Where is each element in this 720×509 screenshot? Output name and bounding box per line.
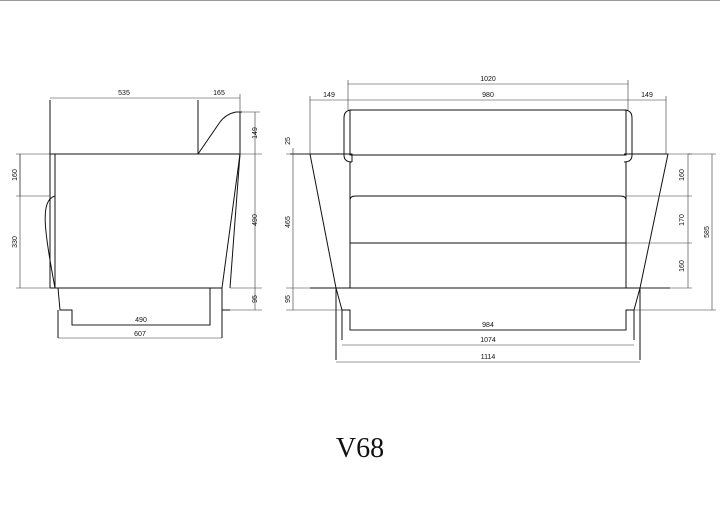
model-name: V68 bbox=[335, 433, 385, 464]
front-view-dimension-lines bbox=[286, 80, 716, 363]
dim-overall-width: 1114 bbox=[481, 354, 496, 361]
dim-total-depth: 607 bbox=[134, 331, 146, 338]
dim-top-back: 165 bbox=[213, 90, 225, 97]
front-view-outline bbox=[290, 109, 670, 360]
dim-arm-right: 149 bbox=[641, 92, 653, 99]
dim-left-total: 330 bbox=[12, 236, 19, 248]
dim-base-width: 490 bbox=[135, 317, 147, 324]
dim-left-upper: 160 bbox=[12, 169, 19, 181]
side-view-dimension-labels: 535 165 149 160 330 490 95 490 607 bbox=[12, 90, 259, 338]
side-view-dimension-lines bbox=[16, 94, 262, 339]
dim-leg-height: 95 bbox=[252, 295, 259, 303]
front-view-dimension-labels: 1020 149 980 149 25 465 95 160 170 160 5… bbox=[285, 76, 711, 361]
dim-arm-offset: 25 bbox=[285, 137, 292, 145]
dim-right-mid: 170 bbox=[679, 214, 686, 226]
side-view-outline bbox=[44, 100, 242, 338]
dim-right-height: 490 bbox=[252, 214, 259, 226]
dim-top-total: 1020 bbox=[480, 76, 496, 83]
dim-back-height: 149 bbox=[252, 127, 259, 139]
dim-inner-width: 980 bbox=[482, 92, 494, 99]
dim-width-mid: 1074 bbox=[480, 337, 496, 344]
top-border-line bbox=[0, 0, 720, 1]
dim-arm-left: 149 bbox=[323, 92, 335, 99]
dim-left-height: 465 bbox=[285, 216, 292, 228]
dim-top-depth: 535 bbox=[118, 90, 130, 97]
dim-right-upper: 160 bbox=[679, 169, 686, 181]
dim-front-leg-height: 95 bbox=[285, 295, 292, 303]
dim-right-lower: 160 bbox=[679, 260, 686, 272]
dim-seat-width: 984 bbox=[482, 322, 494, 329]
dim-overall-height: 585 bbox=[704, 226, 711, 238]
